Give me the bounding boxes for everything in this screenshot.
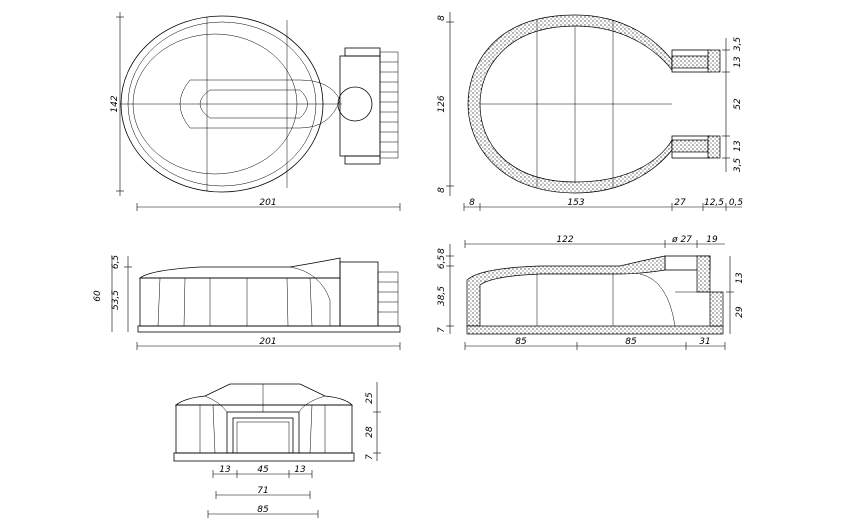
plan-right-bottom-dim-1: 8	[469, 198, 475, 208]
side-elevation-left: 60 6,5 53,5 201	[93, 255, 401, 350]
elev-left-total-height: 60	[93, 290, 103, 302]
front-outer-width: 85	[257, 505, 269, 515]
front-right-dim-1: 25	[365, 392, 375, 404]
section-left-dim-3: 38,5	[437, 286, 447, 306]
plan-right-left-dim-2: 126	[437, 95, 447, 112]
section-top-dim-2: ø 27	[671, 235, 692, 245]
section-left-dim-4: 7	[437, 327, 447, 333]
elev-left-dim-2: 53,5	[111, 290, 121, 310]
front-opening-dim-2: 45	[257, 465, 269, 475]
plan-right-right-dim-2: 13	[733, 56, 743, 68]
plan-view-right: 8 126 8 3,5 13 52 13 3,5 8 153 27 12,5 0…	[437, 12, 743, 211]
front-right-dim-2: 28	[365, 426, 375, 438]
section-top-dim-1: 122	[556, 235, 573, 245]
section-top-dim-3: 19	[706, 235, 718, 245]
plan-left-height: 142	[110, 95, 120, 112]
front-opening-dim-3: 13	[294, 465, 306, 475]
plan-view-left: 142 201	[110, 12, 401, 211]
plan-right-right-dim-1: 3,5	[733, 37, 743, 52]
side-section-right: 122 ø 27 19 8 6,5 38,5 7 13 29 85 85 31	[437, 235, 745, 350]
section-left-dim-1: 8	[437, 248, 447, 254]
section-bottom-dim-3: 31	[699, 337, 710, 347]
plan-left-width: 201	[259, 198, 276, 208]
front-elevation: 25 28 7 13 45 13 71 85	[173, 382, 381, 518]
elev-left-width: 201	[259, 337, 276, 347]
front-right-dim-3: 7	[365, 454, 375, 460]
section-right-dim-2: 29	[735, 306, 745, 318]
section-bottom-dim-2: 85	[625, 337, 637, 347]
plan-right-left-dim-1: 8	[437, 15, 447, 21]
plan-right-right-dim-3: 52	[733, 98, 743, 110]
front-inner-width: 71	[257, 486, 268, 496]
front-opening-dim-1: 13	[219, 465, 231, 475]
plan-right-right-dim-5: 3,5	[733, 158, 743, 173]
section-left-dim-2: 6,5	[437, 255, 447, 270]
section-right-dim-1: 13	[735, 272, 745, 284]
plan-right-bottom-dim-2: 153	[567, 198, 584, 208]
section-bottom-dim-1: 85	[515, 337, 527, 347]
elev-left-dim-1: 6,5	[111, 255, 121, 270]
plan-right-bottom-dim-3: 27	[674, 198, 686, 208]
plan-right-bottom-dim-4: 12,5	[704, 198, 724, 208]
plan-right-right-dim-4: 13	[733, 140, 743, 152]
plan-right-left-dim-3: 8	[437, 187, 447, 193]
plan-right-bottom-dim-5: 0,5	[729, 198, 744, 208]
